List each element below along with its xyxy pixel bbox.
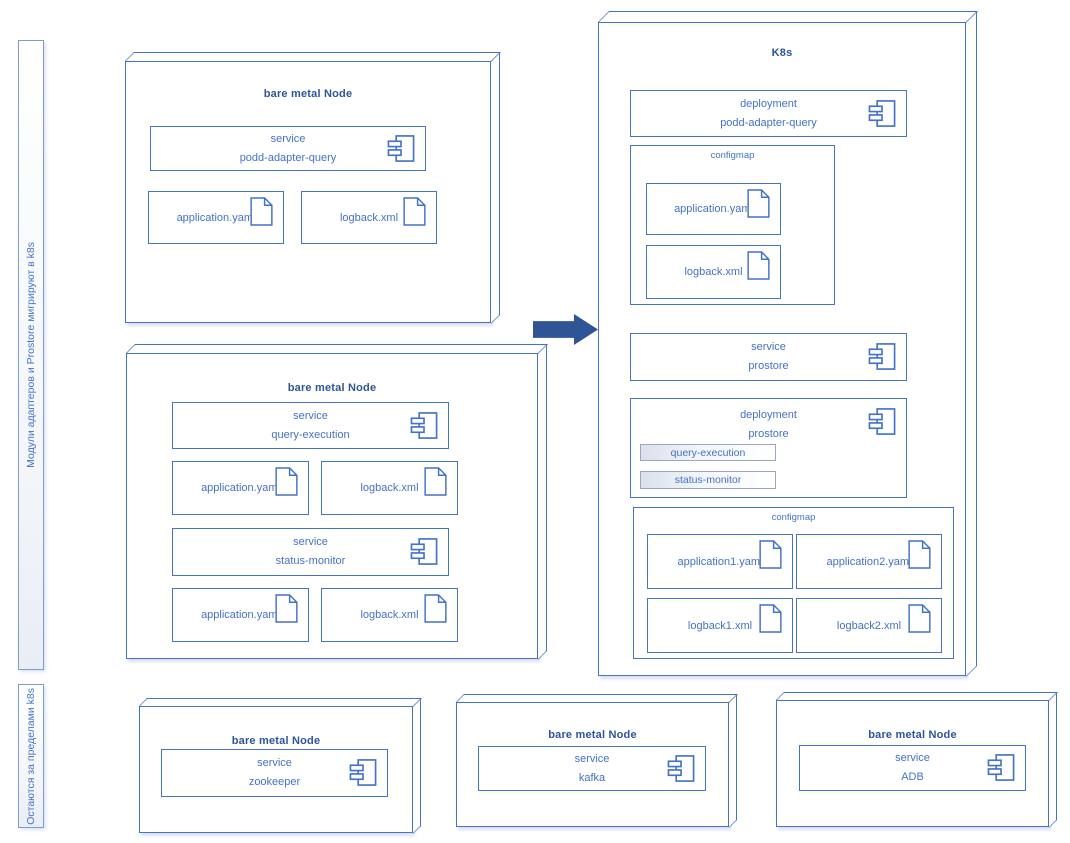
- swimlane-label-migrating: Модули адаптеров и Prostore мигрируют в …: [18, 40, 44, 670]
- node-k8s: K8s deployment podd-adapter-query config…: [598, 22, 966, 676]
- node-title: bare metal Node: [548, 729, 637, 741]
- file-name: logback1.xml: [687, 619, 753, 632]
- file-name: logback.xml: [360, 482, 419, 494]
- configmap-prostore: configmap application1.yaml application2…: [633, 507, 954, 659]
- node-title: bare metal Node: [263, 88, 353, 100]
- file-icon: [403, 197, 426, 226]
- file-application-yaml: application.yaml: [172, 461, 309, 515]
- component-icon: [410, 538, 438, 565]
- component-icon: [868, 408, 896, 435]
- service-prostore: service prostore: [630, 333, 907, 381]
- file-application2-yaml: application2.yaml: [796, 534, 942, 589]
- file-icon: [908, 604, 931, 633]
- file-icon: [424, 594, 447, 623]
- configmap-podd: configmap application.yaml logback.xml: [630, 145, 835, 305]
- file-logback-xml: logback.xml: [646, 245, 781, 299]
- file-icon: [424, 467, 447, 496]
- service-name: status-monitor: [275, 555, 346, 567]
- file-logback-xml: logback.xml: [301, 191, 437, 244]
- file-application-yaml: application.yaml: [646, 183, 781, 235]
- file-logback-xml: logback.xml: [321, 461, 458, 515]
- file-logback2-xml: logback2.xml: [796, 598, 942, 653]
- swimlane-label-staying: Остаются за пределами k8s: [18, 684, 44, 828]
- service-adb: service ADB: [799, 745, 1026, 791]
- node-title: bare metal Node: [231, 735, 321, 747]
- deployment-kind: deployment: [740, 409, 797, 421]
- k8s-title: K8s: [771, 47, 793, 59]
- file-logback-xml: logback.xml: [321, 588, 458, 642]
- service-kind: service: [257, 757, 292, 769]
- file-name: application.yaml: [674, 203, 753, 215]
- node-bare-metal-podd: bare metal Node service podd-adapter-que…: [125, 61, 491, 323]
- file-name: logback.xml: [339, 211, 399, 224]
- component-icon: [667, 754, 695, 782]
- swimlane-label-staying-text: Остаются за пределами k8s: [25, 687, 37, 825]
- service-kind: service: [270, 132, 306, 145]
- file-application1-yaml: application1.yaml: [647, 534, 793, 589]
- configmap-label: configmap: [710, 150, 755, 161]
- file-name: logback.xml: [360, 609, 419, 621]
- file-icon: [759, 540, 782, 569]
- component-icon: [987, 754, 1015, 781]
- file-icon: [747, 251, 770, 280]
- deployment-podd-adapter-query: deployment podd-adapter-query: [630, 90, 907, 137]
- service-kind: service: [293, 536, 328, 548]
- service-name: query-execution: [271, 428, 350, 441]
- deployment-name: podd-adapter-query: [720, 116, 817, 129]
- service-zookeeper: service zookeeper: [161, 749, 388, 797]
- file-name: logback2.xml: [836, 619, 902, 632]
- file-name: application2.yaml: [826, 555, 912, 568]
- module-query-execution: query-execution: [640, 444, 776, 461]
- node-bare-metal-exec: bare metal Node service query-execution …: [126, 353, 538, 659]
- component-icon: [868, 343, 896, 370]
- deployment-kind: deployment: [740, 97, 797, 110]
- file-icon: [908, 540, 931, 569]
- component-icon: [410, 411, 438, 439]
- component-icon: [387, 134, 415, 162]
- configmap-label: configmap: [771, 512, 816, 523]
- migration-arrow-icon: [533, 314, 598, 345]
- file-application-yaml: application.yaml: [172, 588, 309, 642]
- deployment-name: prostore: [748, 428, 789, 440]
- service-kind: service: [574, 752, 610, 765]
- node-title: bare metal Node: [868, 729, 957, 741]
- service-kind: service: [751, 341, 786, 353]
- file-icon: [275, 467, 298, 496]
- service-name: zookeeper: [248, 776, 301, 788]
- service-podd-adapter-query: service podd-adapter-query: [150, 126, 426, 171]
- file-logback1-xml: logback1.xml: [647, 598, 793, 653]
- file-icon: [275, 594, 298, 623]
- service-name: podd-adapter-query: [239, 151, 337, 164]
- service-name: prostore: [748, 360, 789, 372]
- deployment-prostore: deployment prostore query-execution stat…: [630, 398, 907, 498]
- node-title: bare metal Node: [287, 382, 377, 394]
- service-status-monitor: service status-monitor: [172, 528, 449, 576]
- file-name: application1.yaml: [677, 555, 763, 568]
- module-status-monitor: status-monitor: [640, 471, 776, 489]
- file-icon: [250, 197, 273, 226]
- file-name: logback.xml: [684, 266, 743, 278]
- file-name: application.yaml: [201, 609, 280, 621]
- service-name: kafka: [578, 771, 606, 784]
- service-name: ADB: [901, 771, 924, 783]
- file-name: application.yaml: [201, 482, 280, 494]
- file-icon: [747, 189, 770, 218]
- service-kafka: service kafka: [478, 746, 706, 791]
- service-kind: service: [293, 409, 328, 422]
- node-bare-metal-zookeeper: bare metal Node service zookeeper: [139, 706, 413, 833]
- swimlane-label-migrating-text: Модули адаптеров и Prostore мигрируют в …: [25, 242, 37, 468]
- service-query-execution: service query-execution: [172, 402, 449, 449]
- node-bare-metal-adb: bare metal Node service ADB: [776, 700, 1049, 827]
- service-kind: service: [895, 752, 930, 764]
- file-application-yaml: application.yaml: [148, 191, 284, 244]
- node-bare-metal-kafka: bare metal Node service kafka: [456, 702, 729, 827]
- file-name: application.yaml: [176, 211, 256, 224]
- component-icon: [349, 759, 377, 786]
- component-icon: [868, 99, 896, 127]
- file-icon: [759, 604, 782, 633]
